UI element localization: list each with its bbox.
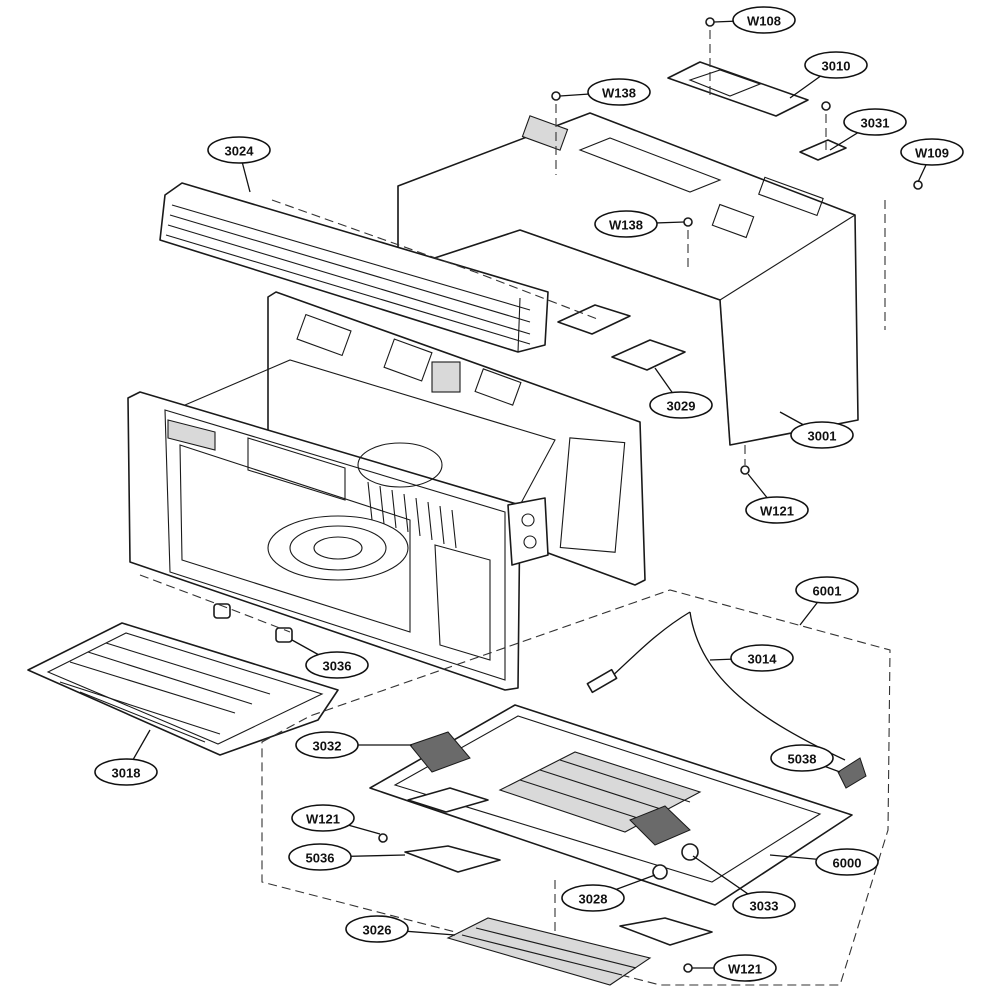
callout-bubble: [345, 915, 409, 943]
callout-w138a: W138: [587, 78, 651, 106]
top-bracket: [667, 61, 809, 117]
callout-label: W121: [306, 812, 340, 827]
screws: [378, 17, 923, 973]
callout-3010: 3010: [804, 51, 868, 79]
callout-label: 3032: [313, 739, 342, 754]
callout-3029: 3029: [649, 391, 713, 419]
callout-bubble: [295, 731, 359, 759]
callout-label: 6000: [833, 856, 862, 871]
callout-bubble: [305, 651, 369, 679]
callout-3028: 3028: [561, 884, 625, 912]
small-bracket: [799, 139, 847, 161]
oven-cavity: [127, 359, 556, 691]
callout-bubble: [745, 496, 809, 524]
callout-5038: 5038: [770, 744, 834, 772]
callout-label: W121: [728, 962, 762, 977]
back-panel: [267, 291, 646, 586]
callout-label: 3031: [861, 116, 890, 131]
wire-harness: [586, 611, 867, 789]
callout-label: 3036: [323, 659, 352, 674]
glass-tray: [27, 622, 339, 756]
callout-bubble: [732, 6, 796, 34]
callout-w109: W109: [900, 138, 964, 166]
callout-label: 6001: [813, 584, 842, 599]
part-callouts: W1083010W1383031W1093024W13830293001W121…: [94, 6, 964, 982]
callout-bubble: [730, 644, 794, 672]
callout-label: 3014: [748, 652, 778, 667]
callout-bubble: [587, 78, 651, 106]
mount-brackets: [557, 304, 686, 371]
callout-3024: 3024: [207, 136, 271, 164]
callout-5036: 5036: [288, 843, 352, 871]
callout-3036: 3036: [305, 651, 369, 679]
callout-bubble: [561, 884, 625, 912]
callout-label: 3026: [363, 923, 392, 938]
callout-bubble: [843, 108, 907, 136]
callout-label: 3028: [579, 892, 608, 907]
callout-label: 3033: [750, 899, 779, 914]
callout-3033: 3033: [732, 891, 796, 919]
callout-label: 3010: [822, 59, 851, 74]
callout-label: W138: [609, 218, 643, 233]
callout-w121b: W121: [291, 804, 355, 832]
callout-w108: W108: [732, 6, 796, 34]
callout-label: 3024: [225, 144, 255, 159]
callout-label: 5038: [788, 752, 817, 767]
callout-label: W108: [747, 14, 781, 29]
callout-label: 3018: [112, 766, 141, 781]
callout-3001: 3001: [790, 421, 854, 449]
callout-label: 3029: [667, 399, 696, 414]
callout-3018: 3018: [94, 758, 158, 786]
callout-label: W121: [760, 504, 794, 519]
callout-bubble: [815, 848, 879, 876]
callout-w121c: W121: [713, 954, 777, 982]
callout-bubble: [713, 954, 777, 982]
grease-filter: [446, 917, 652, 986]
callout-w138b: W138: [594, 210, 658, 238]
callout-bubble: [94, 758, 158, 786]
callout-6000: 6000: [815, 848, 879, 876]
callout-bubble: [900, 138, 964, 166]
callout-bubble: [795, 576, 859, 604]
callout-bubble: [288, 843, 352, 871]
callout-bubble: [594, 210, 658, 238]
callout-3031: 3031: [843, 108, 907, 136]
base-plate-assembly: [261, 589, 891, 986]
callout-bubble: [804, 51, 868, 79]
alignment-lines: [139, 30, 886, 935]
callout-bubble: [732, 891, 796, 919]
callout-label: 3001: [808, 429, 837, 444]
callout-bubble: [649, 391, 713, 419]
vent-grille: [159, 182, 549, 353]
callout-bubble: [790, 421, 854, 449]
callout-3032: 3032: [295, 731, 359, 759]
callout-bubble: [207, 136, 271, 164]
callout-label: 5036: [306, 851, 335, 866]
callout-label: W138: [602, 86, 636, 101]
callout-w121a: W121: [745, 496, 809, 524]
callout-bubble: [770, 744, 834, 772]
callout-3014: 3014: [730, 644, 794, 672]
callout-label: W109: [915, 146, 949, 161]
callout-bubble: [291, 804, 355, 832]
callout-6001: 6001: [795, 576, 859, 604]
callout-3026: 3026: [345, 915, 409, 943]
outer-cabinet: [397, 112, 859, 446]
